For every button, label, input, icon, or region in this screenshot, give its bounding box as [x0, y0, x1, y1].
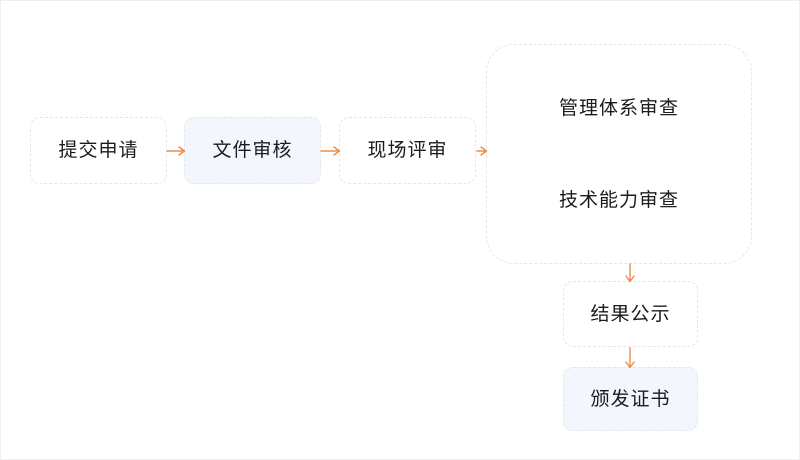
- review-group-container[interactable]: [486, 44, 752, 264]
- node-onsite-assessment[interactable]: 现场评审: [339, 117, 476, 184]
- arrow-result-to-certificate: [625, 347, 635, 369]
- arrow-group-to-result: [625, 263, 635, 283]
- arrow-submit-to-document: [166, 146, 186, 156]
- node-document-review[interactable]: 文件审核: [184, 117, 321, 184]
- arrow-onsite-to-group: [476, 146, 488, 156]
- node-submit-application[interactable]: 提交申请: [30, 117, 167, 184]
- node-issue-certificate[interactable]: 颁发证书: [563, 367, 698, 431]
- group-item-management-system-review[interactable]: 管理体系审查: [558, 98, 679, 119]
- group-item-technical-capability-review[interactable]: 技术能力审查: [558, 190, 679, 211]
- arrow-document-to-onsite: [320, 146, 341, 156]
- node-result-publicity[interactable]: 结果公示: [563, 281, 698, 347]
